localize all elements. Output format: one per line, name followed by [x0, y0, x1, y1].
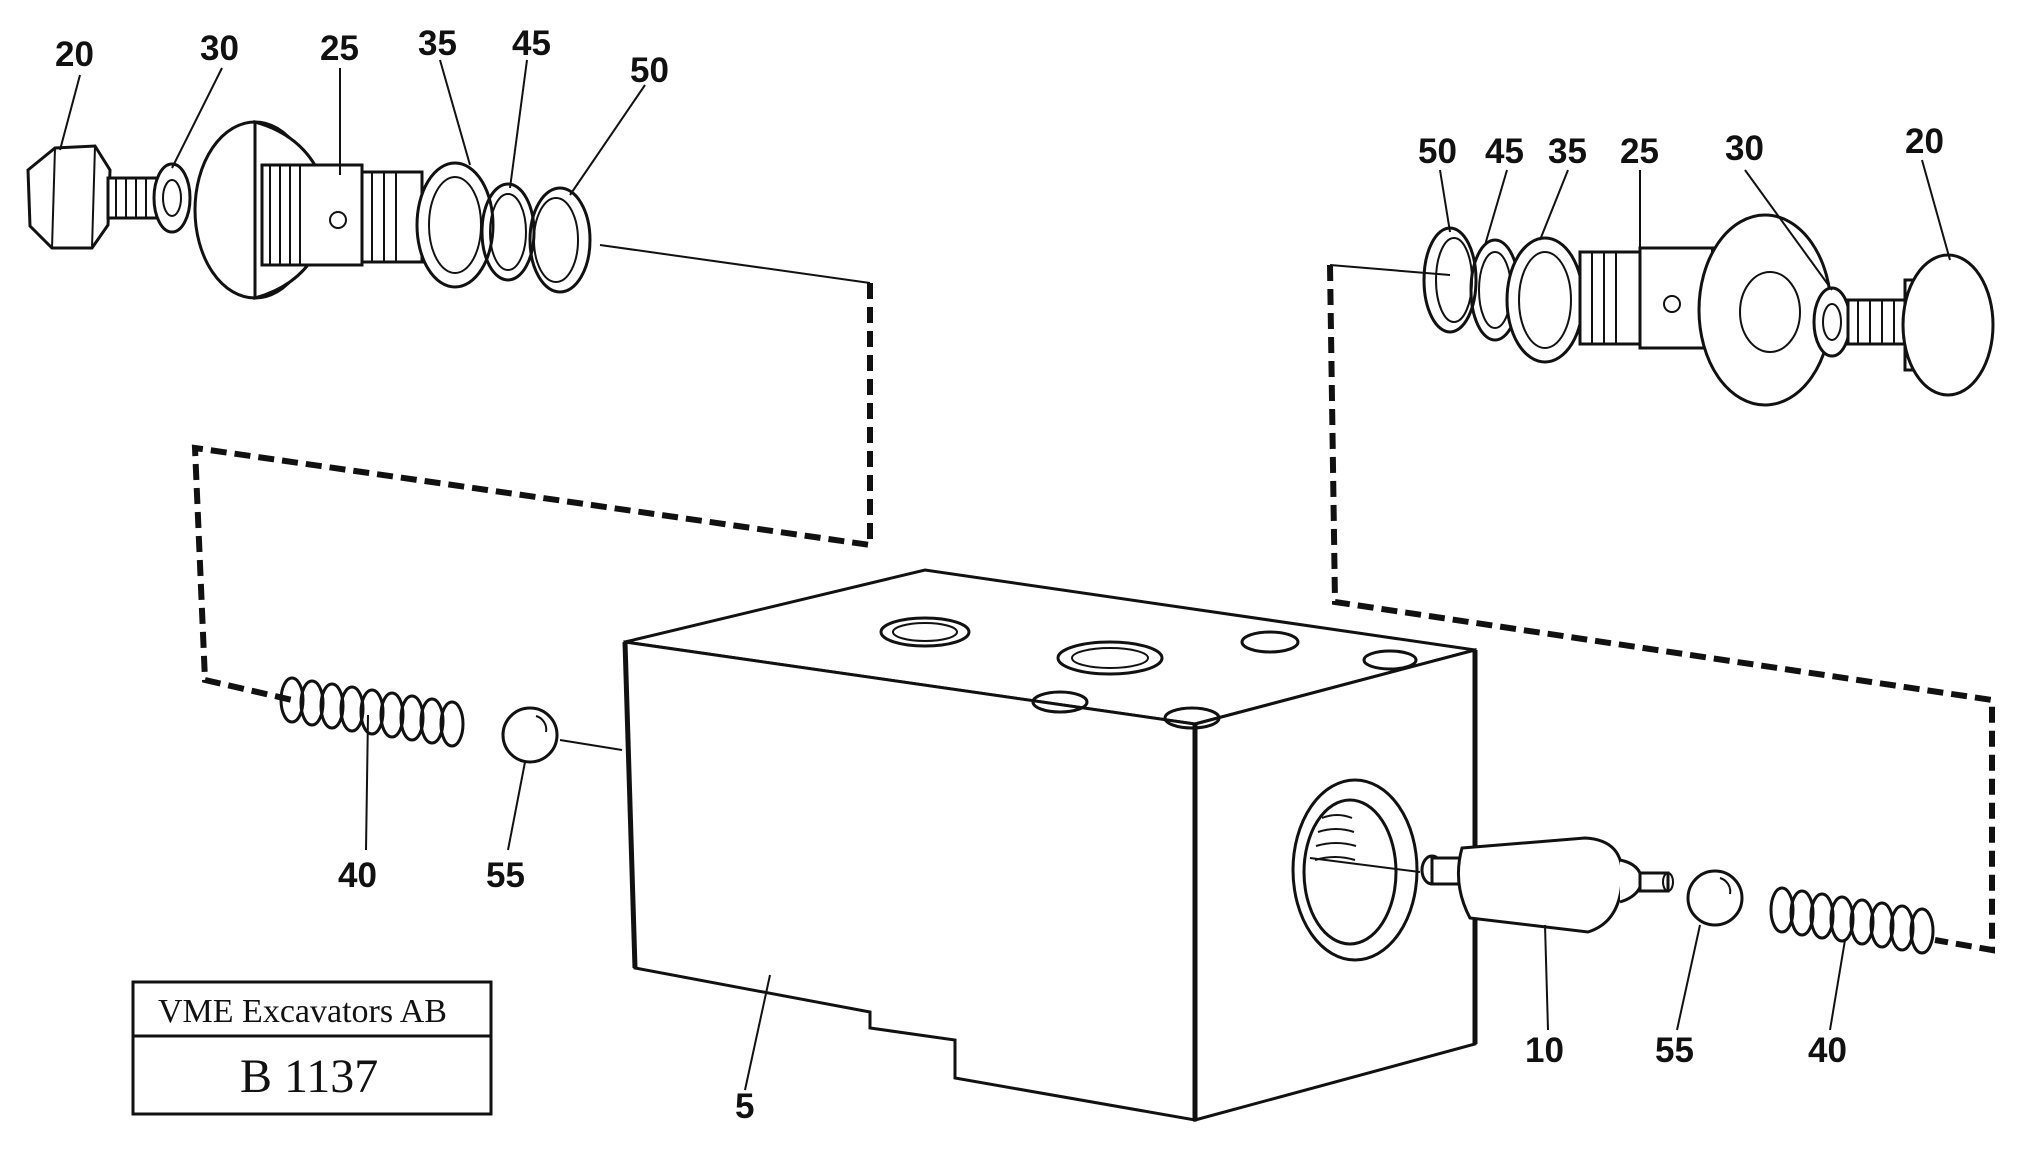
callout-25-top-right: 25 — [1620, 132, 1659, 171]
callout-55-left: 55 — [486, 856, 525, 895]
left-axis-line — [559, 739, 623, 751]
spring-part-40-left — [279, 676, 465, 748]
assembly-dashed-lines — [191, 244, 1995, 954]
callout-40-left: 40 — [338, 856, 377, 895]
cartridge-part-25-left — [193, 120, 424, 300]
callout-45-top-left: 45 — [512, 24, 551, 63]
callout-10-piston: 10 — [1525, 1031, 1564, 1070]
stamp-drawing-code: B 1137 — [240, 1050, 378, 1103]
ball-part-55-left — [501, 706, 559, 764]
backup-ring-part-50-left — [528, 186, 592, 294]
relief-valve-assembly-right — [1422, 213, 1995, 407]
callout-40-right: 40 — [1808, 1031, 1847, 1070]
callout-50-top-left: 50 — [630, 51, 669, 90]
backup-ring-part-50-right — [1422, 226, 1478, 334]
cartridge-part-25-right — [1578, 213, 1833, 407]
side-threaded-port — [1291, 778, 1419, 962]
callout-35-top-left: 35 — [418, 24, 457, 63]
plug-part-20-left — [26, 144, 160, 250]
spring-part-40-right — [1769, 886, 1935, 955]
callout-35-top-right: 35 — [1548, 132, 1587, 171]
callout-20-top-left: 20 — [55, 35, 94, 74]
callout-5-block: 5 — [735, 1087, 754, 1126]
leader-lines — [59, 59, 1951, 1091]
stamp-company-name: VME Excavators AB — [158, 993, 447, 1030]
callout-20-top-right: 20 — [1905, 122, 1944, 161]
top-port-holes — [879, 616, 1418, 730]
callout-50-top-right: 50 — [1418, 132, 1457, 171]
relief-valve-assembly-left — [26, 120, 592, 300]
plug-part-20-right — [1846, 253, 1995, 397]
valve-block-part-5 — [622, 568, 1478, 1122]
ball-part-55-right — [1686, 869, 1744, 927]
callout-25-top-left: 25 — [320, 29, 359, 68]
washer-part-30-left — [152, 162, 192, 234]
washer-part-30-right — [1812, 286, 1852, 358]
callout-45-top-right: 45 — [1485, 132, 1524, 171]
callout-30-top-left: 30 — [200, 29, 239, 68]
piston-part-10 — [1309, 836, 1674, 934]
callout-30-top-right: 30 — [1725, 129, 1764, 168]
drawing-title-stamp: VME Excavators AB B 1137 — [131, 980, 493, 1116]
callout-labels: 20 30 25 35 45 50 50 45 35 25 30 20 40 5… — [55, 24, 1944, 1126]
callout-55-right: 55 — [1655, 1031, 1694, 1070]
